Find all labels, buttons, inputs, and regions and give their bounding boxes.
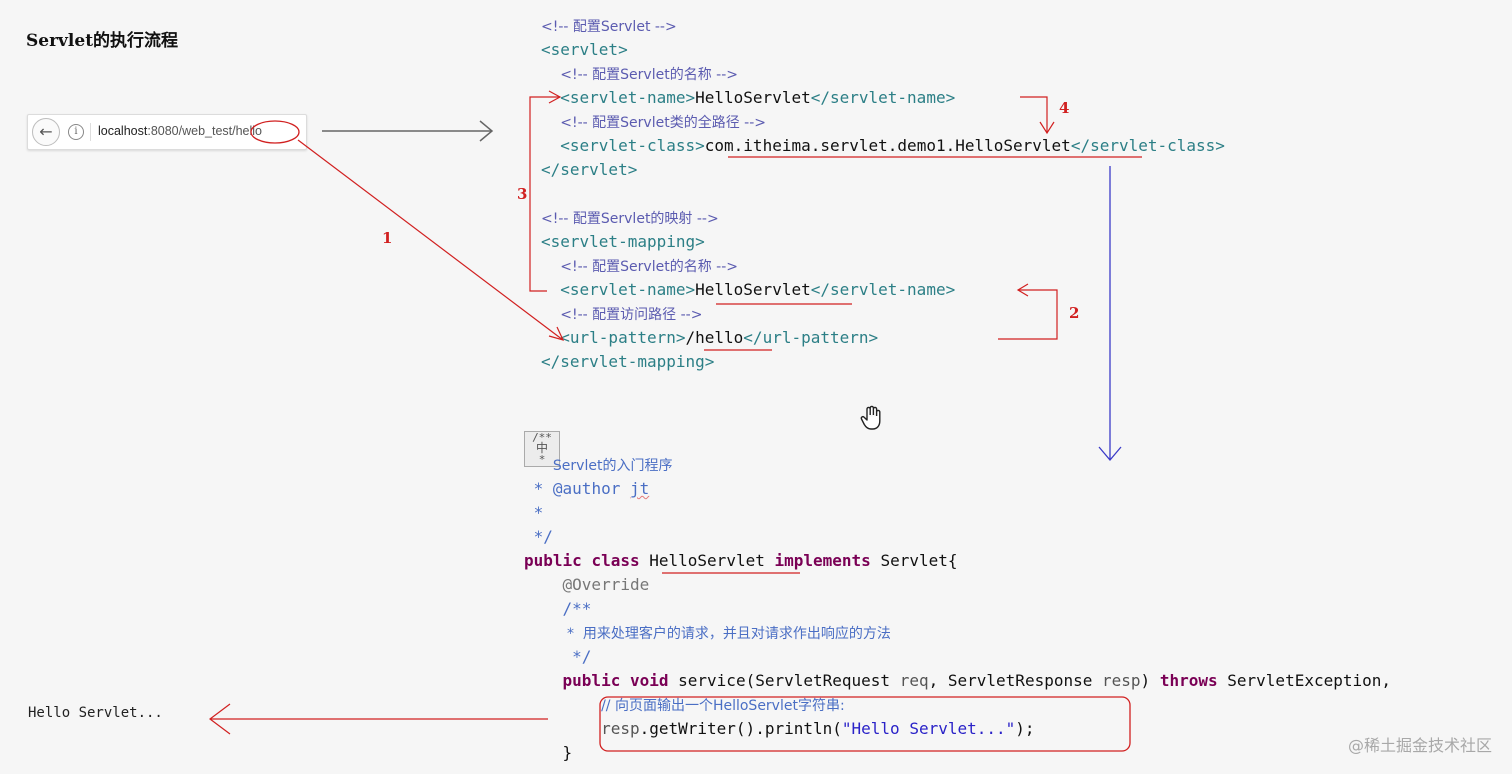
java-line: * 用来处理客户的请求，并且对请求作出响应的方法	[562, 626, 891, 642]
address-separator	[90, 123, 91, 141]
step-label-1: 1	[382, 229, 393, 247]
servlet-output: Hello Servlet...	[28, 705, 163, 721]
xml-line: <servlet-class>com.itheima.servlet.demo1…	[560, 136, 1225, 155]
java-line: @Override	[562, 575, 650, 594]
xml-line: <servlet-mapping>	[541, 232, 705, 251]
web-xml-code: <!-- 配置Servlet --> <servlet> <!-- 配置Servl…	[541, 14, 1225, 374]
xml-line: <!-- 配置访问路径 -->	[560, 307, 703, 323]
class-name: HelloServlet	[649, 551, 765, 570]
java-code: Servlet的入门程序 * @author jt * */ public cla…	[524, 453, 1391, 765]
servlet-name-value: HelloServlet	[695, 88, 811, 107]
java-line: public class HelloServlet implements Ser…	[524, 551, 958, 570]
url-text[interactable]: localhost:8080/web_test/hello	[98, 124, 262, 138]
java-line: * @author jt	[524, 479, 650, 498]
xml-line: <servlet-name>HelloServlet</servlet-name…	[560, 280, 956, 299]
step-label-3: 3	[517, 185, 528, 203]
url-path: :8080/web_test/hello	[147, 124, 263, 138]
xml-line: </servlet-mapping>	[541, 352, 715, 371]
java-line: Servlet的入门程序	[552, 458, 673, 474]
java-line: */	[524, 527, 553, 546]
xml-line: <!-- 配置Servlet类的全路径 -->	[560, 115, 766, 131]
xml-line	[541, 182, 1225, 206]
step-label-4: 4	[1059, 99, 1070, 117]
url-host: localhost	[98, 124, 148, 138]
java-line: /**	[562, 599, 592, 618]
browser-address-bar[interactable]: ← i localhost:8080/web_test/hello	[27, 114, 307, 150]
mapping-name-value: HelloServlet	[695, 280, 811, 299]
xml-line: </servlet>	[541, 160, 638, 179]
xml-line: <servlet-name>HelloServlet</servlet-name…	[560, 88, 956, 107]
java-line: public void service(ServletRequest req, …	[562, 671, 1392, 690]
java-line: // 向页面输出一个HelloServlet字符串:	[601, 698, 845, 714]
hand-cursor-icon	[860, 405, 881, 430]
watermark: @稀土掘金技术社区	[1347, 736, 1492, 755]
xml-line: <!-- 配置Servlet -->	[541, 19, 677, 35]
xml-line: <!-- 配置Servlet的名称 -->	[560, 67, 738, 83]
java-line: */	[562, 647, 592, 666]
xml-line: <url-pattern>/hello</url-pattern>	[560, 328, 879, 347]
url-pattern-value: /hello	[685, 328, 744, 347]
diagram-title: Servlet的执行流程	[26, 31, 179, 51]
java-line: resp.getWriter().println("Hello Servlet.…	[601, 719, 1035, 738]
step-1-arrow	[297, 139, 565, 341]
java-line: *	[524, 503, 544, 522]
xml-line: <servlet>	[541, 40, 628, 59]
java-line: }	[562, 743, 573, 762]
servlet-class-value: com.itheima.servlet.demo1.HelloServlet	[704, 136, 1071, 155]
browser-to-config-arrow	[322, 120, 494, 142]
xml-line: <!-- 配置Servlet的名称 -->	[560, 259, 738, 275]
back-arrow-icon[interactable]: ←	[32, 118, 60, 146]
output-arrow	[209, 703, 548, 735]
info-icon[interactable]: i	[68, 124, 84, 140]
javadoc-icon: /**中*	[524, 431, 560, 467]
xml-line: <!-- 配置Servlet的映射 -->	[541, 211, 719, 227]
step-label-2: 2	[1069, 304, 1080, 322]
